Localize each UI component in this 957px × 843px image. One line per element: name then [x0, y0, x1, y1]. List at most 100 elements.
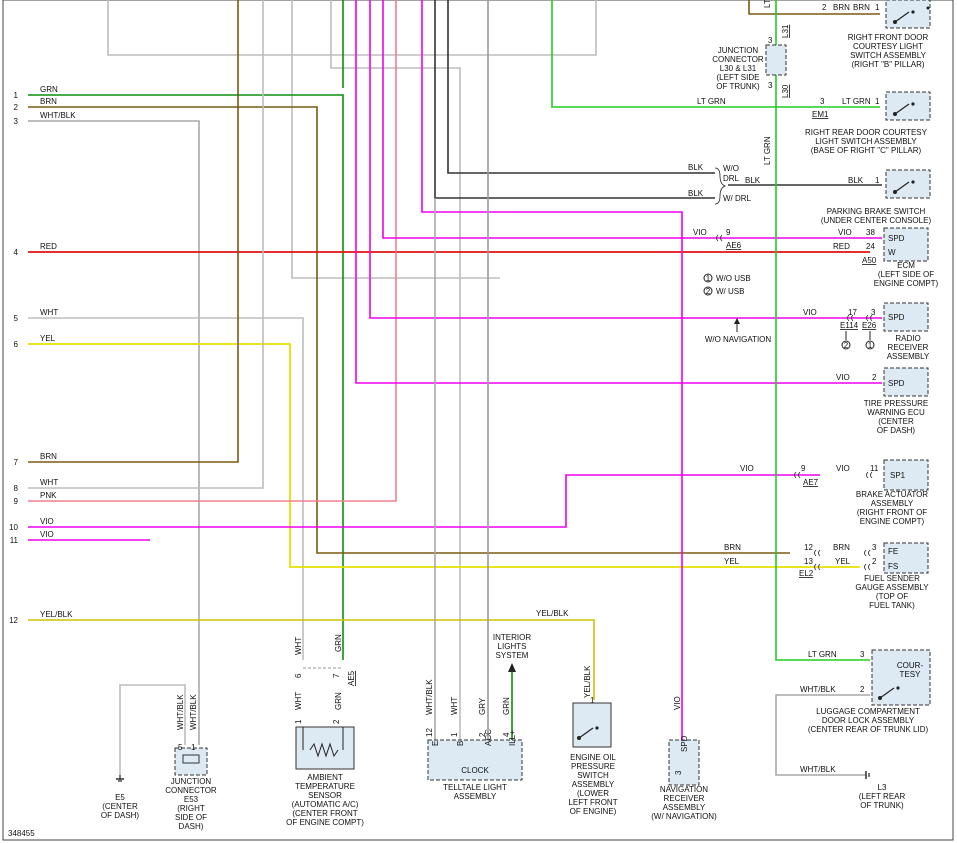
connector-icon: [814, 549, 821, 557]
l3-ground-label: (LEFT REAR: [859, 792, 906, 801]
left-pin-wire-label: WHT: [40, 308, 58, 317]
option-label: DRL: [723, 174, 740, 183]
wire-label: WHT/BLK: [800, 765, 836, 774]
left-pin-number: 12: [9, 616, 18, 625]
pin-label: 9: [726, 228, 731, 237]
pin-label: 3: [768, 36, 773, 45]
wire-label: WHT: [294, 637, 303, 655]
left-pin-number: 6: [14, 340, 19, 349]
drl-brace-icon: [714, 167, 727, 205]
wire-wht-5: [28, 317, 304, 660]
junction-l30-label: JUNCTION: [718, 46, 759, 55]
parking-brake-switch-blade: [894, 181, 910, 193]
ref-label: E26: [862, 321, 877, 330]
oil-switch-contact2: [595, 726, 599, 730]
ecm-label: (LEFT SIDE OF: [878, 270, 934, 279]
junction-e53-label: (RIGHT: [177, 804, 205, 813]
clock-pin-name: B: [456, 741, 465, 746]
pin-label: 1: [875, 3, 880, 12]
wire-label: BLK: [848, 176, 864, 185]
wire-wht-top-loop: [107, 0, 597, 56]
legend-number: 2: [706, 287, 711, 296]
rf-door-label: RIGHT FRONT DOOR: [848, 33, 929, 42]
rf-door-switch-contact2: [911, 10, 915, 14]
wire-label: GRY: [478, 697, 487, 715]
wire-label: GRN: [334, 692, 343, 710]
tire-ecu-label: (CENTER: [878, 417, 914, 426]
pin-label: 24: [866, 242, 875, 251]
wire-label: WHT/BLK: [189, 694, 198, 730]
oil-switch-label: LEFT FRONT: [568, 798, 617, 807]
rf-door-label: COURTESY LIGHT: [853, 42, 923, 51]
pin-label: 11: [870, 464, 879, 473]
junction-l30-label: OF TRUNK): [716, 82, 760, 91]
pin-label: 1: [875, 97, 880, 106]
wire-label: VIO: [803, 308, 817, 317]
left-pin-wire-label: YEL: [40, 334, 56, 343]
pin-label: 2: [860, 685, 865, 694]
brake-actuator-label: (RIGHT FRONT OF: [857, 508, 927, 517]
left-pin-number: 11: [10, 536, 19, 545]
junction-e53-label: E53: [184, 795, 199, 804]
option-circle-icon: [865, 340, 875, 350]
junction-l30-label: L30 & L31: [720, 64, 757, 73]
junction-e53-bridge: [182, 754, 200, 764]
nav-receiver-label: (W/ NAVIGATION): [651, 812, 717, 821]
diagram-id: 348455: [8, 829, 35, 838]
wire-brn-rf: [748, 0, 880, 15]
tire-ecu-label: OF DASH): [877, 426, 916, 435]
wire-blk-drl: [434, 0, 715, 199]
wire-ltgrn-rr: [551, 0, 880, 108]
luggage-lock-label: LUGGAGE COMPARTMENT: [816, 707, 920, 716]
pin-label: 5: [178, 743, 183, 752]
ecm-pin-name: W: [888, 248, 896, 257]
left-pin-number: 10: [9, 523, 18, 532]
ground-dot: [926, 6, 930, 10]
clock-pin-name: E: [431, 741, 440, 746]
wire-label: BRN: [833, 543, 850, 552]
radio-label: ASSEMBLY: [887, 352, 930, 361]
legend-number: 1: [706, 274, 711, 283]
pin-label: 2: [822, 3, 827, 12]
parking-brake-label: (UNDER CENTER CONSOLE): [821, 216, 932, 225]
ref-label: EM1: [812, 110, 829, 119]
wire-vio-nav: [421, 0, 683, 740]
wire-label: LT GRN: [808, 650, 837, 659]
ref-label: AE5: [347, 670, 356, 686]
pin-label: 2: [872, 557, 877, 566]
wire-yel-6: [28, 343, 860, 568]
option-note: W/O NAVIGATION: [705, 335, 772, 344]
arrow-up-icon: [734, 318, 740, 324]
left-pin-wire-label: VIO: [40, 517, 54, 526]
parking-brake-switch-box: [885, 169, 931, 199]
ambient-sensor-box: [295, 726, 355, 770]
rr-door-label: RIGHT REAR DOOR COURTESY: [805, 128, 928, 137]
ecm-pin-name: SPD: [888, 234, 905, 243]
pin-label: 1: [191, 743, 196, 752]
tire-pin-name: SPD: [888, 379, 905, 388]
brake-actuator-box: [883, 459, 929, 491]
left-pin-number: 9: [14, 497, 19, 506]
clock-pin-name: ILL+: [508, 730, 517, 746]
wire-label: BLK: [745, 176, 761, 185]
telltale-label: TELLTALE LIGHT: [443, 783, 507, 792]
rf-door-switch-box: [885, 0, 931, 29]
rr-door-label: (BASE OF RIGHT "C" PILLAR): [811, 146, 922, 155]
left-pin-wire-label: BRN: [40, 452, 57, 461]
wire-label: VIO: [836, 373, 850, 382]
wire-brn-2: [28, 106, 790, 554]
interior-lights-label: LIGHTS: [498, 642, 527, 651]
e5-ground-label: OF DASH): [101, 811, 140, 820]
pin-label: 3: [820, 97, 825, 106]
connector-icon: [814, 563, 821, 571]
wire-vio-10: [28, 474, 820, 528]
left-pin-wire-label: RED: [40, 242, 57, 251]
pin-label: 1: [875, 176, 880, 185]
radio-label: RADIO: [895, 334, 920, 343]
wire-wht-top-a: [291, 0, 500, 279]
junction-e53-label: DASH): [179, 822, 204, 831]
wire-vio-tire: [355, 0, 882, 384]
brake-actuator-label: ASSEMBLY: [871, 499, 914, 508]
wire-whtblk-3: [28, 120, 200, 745]
